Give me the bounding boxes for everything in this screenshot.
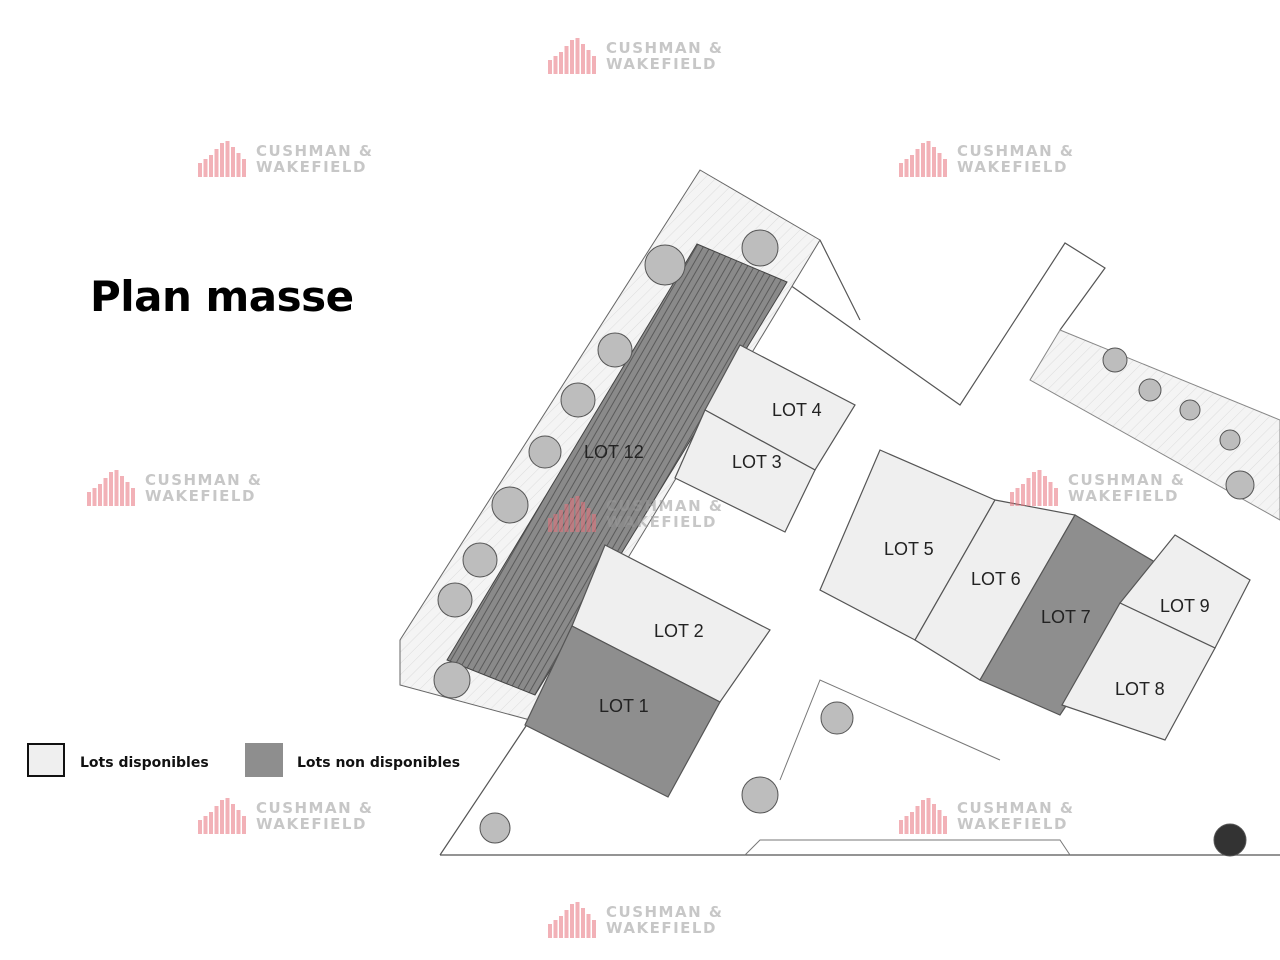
site-boundary <box>439 239 1280 856</box>
lot-12-label: LOT 12 <box>584 442 644 462</box>
lot-6-label: LOT 6 <box>971 569 1021 589</box>
watermark-text: CUSHMAN &WAKEFIELD <box>145 471 263 505</box>
watermark-logo-icon <box>548 902 596 938</box>
watermark-text: CUSHMAN &WAKEFIELD <box>606 497 724 531</box>
legend-unavailable-swatch <box>245 743 283 777</box>
watermark-logo-icon <box>548 38 596 74</box>
legend-available-swatch <box>27 743 65 777</box>
cushman-wakefield-watermark: CUSHMAN &WAKEFIELD <box>87 470 262 506</box>
watermark-logo-icon <box>1010 470 1058 506</box>
watermark-logo-icon <box>548 496 596 532</box>
green-strip-east <box>1029 329 1280 521</box>
lot-12-parking <box>446 243 788 696</box>
lot-9-label: LOT 9 <box>1160 596 1210 616</box>
lot-7-label: LOT 7 <box>1041 607 1091 627</box>
lot-4-label: LOT 4 <box>772 400 822 420</box>
watermark-text: CUSHMAN &WAKEFIELD <box>256 142 374 176</box>
legend-unavailable-label: Lots non disponibles <box>297 755 461 771</box>
lot-8-label: LOT 8 <box>1115 679 1165 699</box>
lot-1[interactable] <box>524 625 721 798</box>
watermark-logo-icon <box>198 798 246 834</box>
lot-8[interactable] <box>1061 602 1216 741</box>
watermark-logo-icon <box>899 141 947 177</box>
lot-2-label: LOT 2 <box>654 621 704 641</box>
lot-3[interactable] <box>674 409 816 533</box>
cushman-wakefield-watermark: CUSHMAN &WAKEFIELD <box>1010 470 1185 506</box>
watermark-logo-icon <box>899 798 947 834</box>
cushman-wakefield-watermark: CUSHMAN &WAKEFIELD <box>899 141 1074 177</box>
cushman-wakefield-watermark: CUSHMAN &WAKEFIELD <box>899 798 1074 834</box>
trees <box>433 229 1255 857</box>
lot-1-label: LOT 1 <box>599 696 649 716</box>
watermark-text: CUSHMAN &WAKEFIELD <box>1068 471 1186 505</box>
watermark-logo-icon <box>87 470 135 506</box>
cushman-wakefield-watermark: CUSHMAN &WAKEFIELD <box>548 38 723 74</box>
watermark-text: CUSHMAN &WAKEFIELD <box>957 799 1075 833</box>
watermark-text: CUSHMAN &WAKEFIELD <box>256 799 374 833</box>
cushman-wakefield-watermark: CUSHMAN &WAKEFIELD <box>198 798 373 834</box>
page-title: Plan masse <box>90 272 354 321</box>
watermark-logo-icon <box>198 141 246 177</box>
watermark-text: CUSHMAN &WAKEFIELD <box>606 39 724 73</box>
cushman-wakefield-watermark: CUSHMAN &WAKEFIELD <box>198 141 373 177</box>
watermark-text: CUSHMAN &WAKEFIELD <box>606 903 724 937</box>
cushman-wakefield-watermark: CUSHMAN &WAKEFIELD <box>548 496 723 532</box>
legend-available-label: Lots disponibles <box>80 755 209 771</box>
lot-7[interactable] <box>979 514 1161 716</box>
lot-5-label: LOT 5 <box>884 539 934 559</box>
cushman-wakefield-watermark: CUSHMAN &WAKEFIELD <box>548 902 723 938</box>
watermark-text: CUSHMAN &WAKEFIELD <box>957 142 1075 176</box>
lot-3-label: LOT 3 <box>732 452 782 472</box>
